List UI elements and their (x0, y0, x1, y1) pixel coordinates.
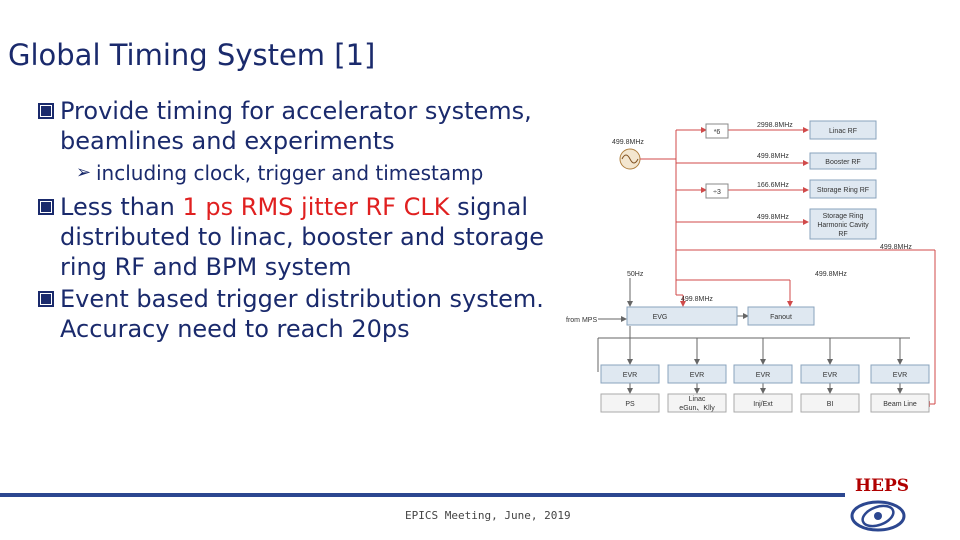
square-bullet-icon (38, 291, 54, 307)
freq-harm-label: 499.8MHz (757, 214, 789, 221)
storage-ring-rf-label: Storage Ring RF (817, 187, 869, 194)
bullet-item: Less than 1 ps RMS jitter RF CLK signal … (38, 192, 568, 282)
page-title: Global Timing System [1] (8, 38, 376, 72)
bullet-list: Provide timing for accelerator systems, … (38, 96, 568, 344)
freq-sr-label: 166.6MHz (757, 182, 789, 189)
evr-label: EVR (823, 372, 837, 379)
fanout-box (747, 306, 815, 326)
target-box (667, 393, 727, 413)
sub-bullet-text: including clock, trigger and timestamp (96, 161, 484, 185)
target-box (600, 393, 660, 413)
heps-logo-text: HEPS (855, 476, 910, 496)
freq-fanout-label: 499.8MHz (815, 271, 847, 278)
multiplier-label: *6 (714, 129, 721, 136)
target-label: PS (625, 401, 635, 408)
target-label: Inj/Ext (753, 401, 773, 408)
linac-rf-box (809, 120, 877, 140)
booster-rf-label: Booster RF (825, 159, 860, 166)
evg-label: EVG (653, 314, 668, 321)
target-label: BI (827, 401, 834, 408)
bullet-highlight: 1 ps RMS jitter RF CLK (182, 193, 450, 221)
evr-box (667, 364, 727, 384)
evr-box (800, 364, 860, 384)
divider-box (705, 183, 729, 199)
bullet-item: Event based trigger distribution system.… (38, 284, 568, 344)
freq-booster-label: 499.8MHz (757, 153, 789, 160)
sine-source-icon (619, 148, 641, 170)
freq-linac-label: 2998.8MHz (757, 122, 793, 129)
harmonic-label-2: Harmonic Cavity (817, 222, 869, 229)
booster-rf-box (809, 152, 877, 170)
evr-box (733, 364, 793, 384)
target-box (870, 393, 930, 413)
bullet-item: Provide timing for accelerator systems, … (38, 96, 568, 156)
trigger-freq-label: 50Hz (627, 271, 644, 278)
evr-label: EVR (690, 372, 704, 379)
sub-bullet-item: ➢ including clock, trigger and timestamp (38, 160, 568, 186)
footer-divider (0, 493, 845, 497)
bullet-text: Event based trigger distribution system.… (60, 285, 544, 343)
evr-box (870, 364, 930, 384)
evr-label: EVR (623, 372, 637, 379)
from-mps-label: from MPS (566, 317, 597, 324)
arrow-bullet-icon: ➢ (76, 162, 92, 183)
bullet-text-pre: Less than (60, 193, 183, 221)
square-bullet-icon (38, 199, 54, 215)
target-label: Linac (689, 396, 706, 403)
heps-logo-icon (850, 500, 906, 532)
footer-text: EPICS Meeting, June, 2019 (405, 509, 571, 522)
harmonic-label-3: RF (838, 231, 847, 238)
bullet-text: Provide timing for accelerator systems, … (60, 97, 532, 155)
storage-ring-rf-box (809, 179, 877, 199)
harmonic-cavity-box (809, 208, 877, 240)
freq-right-label: 499.8MHz (880, 244, 912, 251)
bullet-text-post: signal distributed to linac, booster and… (60, 193, 544, 281)
source-freq-label: 499.8MHz (612, 139, 644, 146)
evr-label: EVR (893, 372, 907, 379)
square-bullet-icon (38, 103, 54, 119)
target-box (800, 393, 860, 413)
target-label: Beam Line (883, 401, 917, 408)
target-label-linac-2: eGun、Klly (679, 405, 715, 412)
fanout-label: Fanout (770, 314, 792, 321)
multiplier-box (705, 123, 729, 139)
divider-label: ÷3 (713, 189, 721, 196)
evg-box (626, 306, 738, 326)
evr-label: EVR (756, 372, 770, 379)
timing-diagram: 499.8MHz (566, 120, 936, 413)
freq-evg-label: 499.8MHz (681, 296, 713, 303)
linac-rf-label: Linac RF (829, 128, 857, 135)
harmonic-label-1: Storage Ring (823, 213, 864, 220)
evr-box (600, 364, 660, 384)
target-box (733, 393, 793, 413)
